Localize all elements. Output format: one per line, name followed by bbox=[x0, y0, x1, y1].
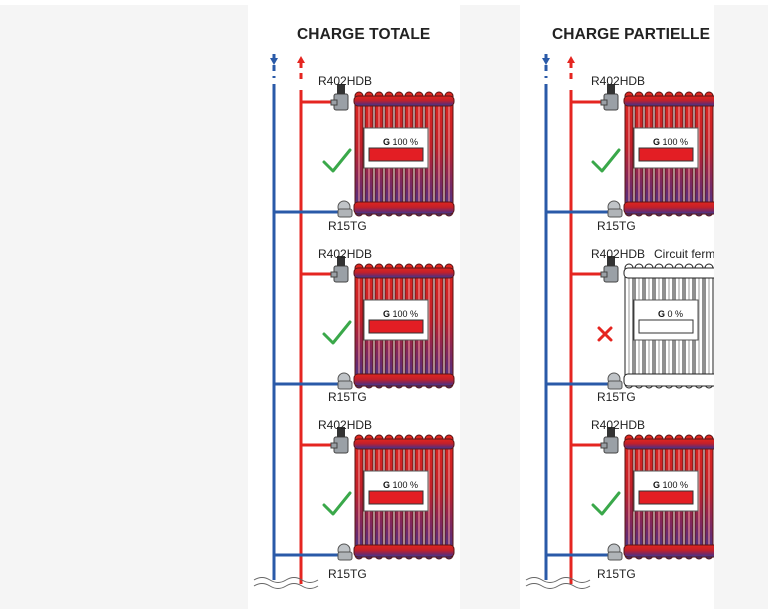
radiator-1 bbox=[546, 84, 723, 218]
gauge-right-2: G 0 % bbox=[658, 309, 683, 319]
check-icon bbox=[591, 491, 621, 516]
valve-head-icon bbox=[607, 84, 615, 94]
gauge-value: 100 % bbox=[392, 137, 419, 147]
valve-inlet bbox=[600, 442, 608, 449]
cross-icon bbox=[597, 326, 613, 342]
radiator-bottom-collector bbox=[623, 544, 714, 558]
gauge-right-3: G 100 % bbox=[653, 480, 688, 490]
lockshield-valve-body bbox=[607, 380, 623, 390]
lockshield-valve-body bbox=[607, 208, 623, 218]
gauge-bar bbox=[368, 147, 424, 162]
gauge-letter: G bbox=[658, 309, 666, 319]
gauge-letter: G bbox=[383, 137, 391, 147]
title-charge-partielle: CHARGE PARTIELLE bbox=[552, 26, 711, 43]
radiator-3 bbox=[274, 427, 455, 561]
radiator-top-collector bbox=[353, 267, 455, 279]
valve-head-icon bbox=[337, 427, 345, 437]
gauge-bar bbox=[638, 147, 694, 162]
lockshield-valve-body bbox=[337, 380, 353, 390]
gauge-left-2: G 100 % bbox=[383, 309, 418, 319]
gauge-bar bbox=[638, 490, 694, 505]
return-arrow-down-icon bbox=[270, 58, 278, 65]
radiator-section bbox=[715, 92, 723, 216]
valve-label-top-right-3: R402HDB bbox=[591, 418, 646, 432]
valve-label-top-left-1: R402HDB bbox=[318, 74, 373, 88]
radiator-top-collector bbox=[623, 267, 714, 279]
radiator-bottom-collector bbox=[623, 373, 714, 387]
radiator-bottom-collector bbox=[623, 201, 714, 215]
check-icon bbox=[322, 148, 352, 173]
valve-head-icon bbox=[607, 256, 615, 266]
radiator-bottom-collector bbox=[353, 373, 455, 387]
lockshield-valve-body bbox=[337, 208, 353, 218]
valve-inlet bbox=[330, 442, 338, 449]
gauge-letter: G bbox=[383, 309, 391, 319]
gauge-left-3: G 100 % bbox=[383, 480, 418, 490]
radiator-3 bbox=[546, 427, 723, 561]
valve-label-top-right-2: R402HDB bbox=[591, 247, 646, 261]
gauge-right-1: G 100 % bbox=[653, 137, 688, 147]
gauge-bar bbox=[638, 319, 694, 334]
radiator-bottom-collector bbox=[353, 544, 455, 558]
valve-head-icon bbox=[337, 84, 345, 94]
valve-label-top-left-2: R402HDB bbox=[318, 247, 373, 261]
gauge-bar bbox=[368, 319, 424, 334]
pipe-break-line bbox=[525, 583, 591, 589]
valve-label-bottom-left-2: R15TG bbox=[328, 390, 367, 404]
valve-inlet bbox=[330, 271, 338, 278]
gauge-bar bbox=[368, 490, 424, 505]
check-icon bbox=[322, 491, 352, 516]
radiator-bottom-collector bbox=[353, 201, 455, 215]
gauge-letter: G bbox=[653, 137, 661, 147]
supply-arrow-up-icon bbox=[567, 56, 575, 63]
column-charge-partielle bbox=[525, 54, 723, 589]
valve-label-bottom-right-2: R15TG bbox=[597, 390, 636, 404]
radiator-top-collector bbox=[623, 438, 714, 450]
valve-label-top-right-1: R402HDB bbox=[591, 74, 646, 88]
valve-label-top-left-3: R402HDB bbox=[318, 418, 373, 432]
lockshield-valve-body bbox=[337, 551, 353, 561]
gauge-letter: G bbox=[653, 480, 661, 490]
valve-head-icon bbox=[607, 427, 615, 437]
radiator-top-collector bbox=[353, 438, 455, 450]
radiator-top-collector bbox=[353, 95, 455, 107]
gauge-left-1: G 100 % bbox=[383, 137, 418, 147]
column-charge-totale bbox=[253, 54, 455, 589]
radiator-section bbox=[715, 435, 723, 559]
check-icon bbox=[591, 148, 621, 173]
circuit-closed-label: Circuit ferm bbox=[654, 247, 714, 261]
gauge-value: 0 % bbox=[667, 309, 684, 319]
radiator-2 bbox=[274, 256, 455, 390]
pipe-break-line bbox=[253, 583, 319, 589]
pipe-break-line bbox=[525, 577, 591, 583]
valve-inlet bbox=[330, 99, 338, 106]
radiator-section bbox=[715, 264, 723, 388]
gauge-letter: G bbox=[383, 480, 391, 490]
lockshield-valve-body bbox=[607, 551, 623, 561]
gauge-value: 100 % bbox=[392, 309, 419, 319]
valve-inlet bbox=[600, 271, 608, 278]
valve-label-bottom-left-3: R15TG bbox=[328, 567, 367, 581]
radiator-2 bbox=[546, 256, 723, 390]
gauge-value: 100 % bbox=[662, 480, 689, 490]
valve-inlet bbox=[600, 99, 608, 106]
valve-head-icon bbox=[337, 256, 345, 266]
radiator-1 bbox=[274, 84, 455, 218]
supply-arrow-up-icon bbox=[297, 56, 305, 63]
gauge-value: 100 % bbox=[392, 480, 419, 490]
radiator-top-collector bbox=[623, 95, 714, 107]
valve-label-bottom-left-1: R15TG bbox=[328, 219, 367, 233]
title-charge-totale: CHARGE TOTALE bbox=[297, 26, 431, 43]
gauge-value: 100 % bbox=[662, 137, 689, 147]
pipe-break-line bbox=[253, 577, 319, 583]
valve-label-bottom-right-1: R15TG bbox=[597, 219, 636, 233]
check-icon bbox=[322, 320, 352, 345]
valve-label-bottom-right-3: R15TG bbox=[597, 567, 636, 581]
return-arrow-down-icon bbox=[542, 58, 550, 65]
